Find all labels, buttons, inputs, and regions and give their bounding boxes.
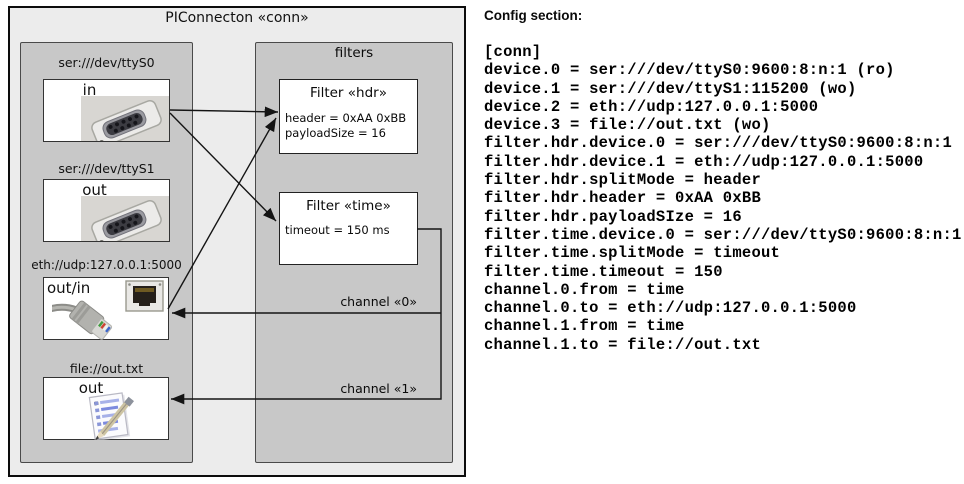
device-label-file-out: file://out.txt bbox=[69, 361, 144, 376]
port-label-out-file: out bbox=[78, 379, 104, 397]
device-label-ttys1: ser:///dev/ttyS1 bbox=[58, 161, 155, 176]
ethernet-cable-icon bbox=[48, 294, 122, 344]
port-label-in: in bbox=[82, 81, 97, 99]
serial-connector-icon bbox=[81, 196, 169, 248]
config-section-heading: Config section: bbox=[484, 8, 583, 23]
filter-time-timeout-property: timeout = 150 ms bbox=[285, 223, 390, 237]
serial-connector-icon bbox=[81, 96, 169, 148]
filter-hdr-header-property: header = 0xAA 0xBB bbox=[285, 111, 407, 125]
filter-hdr-box bbox=[279, 79, 418, 154]
diagram-title: PIConnecton «conn» bbox=[165, 10, 309, 26]
device-label-ttys0: ser:///dev/ttyS0 bbox=[58, 55, 155, 70]
channel-1-label: channel «1» bbox=[340, 381, 417, 396]
config-text: [conn] device.0 = ser:///dev/ttyS0:9600:… bbox=[484, 43, 962, 354]
filter-time-title: Filter «time» bbox=[306, 198, 391, 214]
filter-hdr-payloadsize-property: payloadSize = 16 bbox=[285, 126, 386, 140]
ethernet-jack-icon bbox=[125, 280, 165, 317]
filter-hdr-title: Filter «hdr» bbox=[310, 85, 387, 101]
port-label-out-in: out/in bbox=[47, 279, 91, 297]
device-label-eth-udp: eth://udp:127.0.0.1:5000 bbox=[31, 258, 182, 272]
filters-panel-title: filters bbox=[334, 45, 374, 61]
port-label-out: out bbox=[82, 181, 107, 199]
channel-0-label: channel «0» bbox=[340, 294, 417, 309]
notepad-icon bbox=[78, 390, 140, 444]
